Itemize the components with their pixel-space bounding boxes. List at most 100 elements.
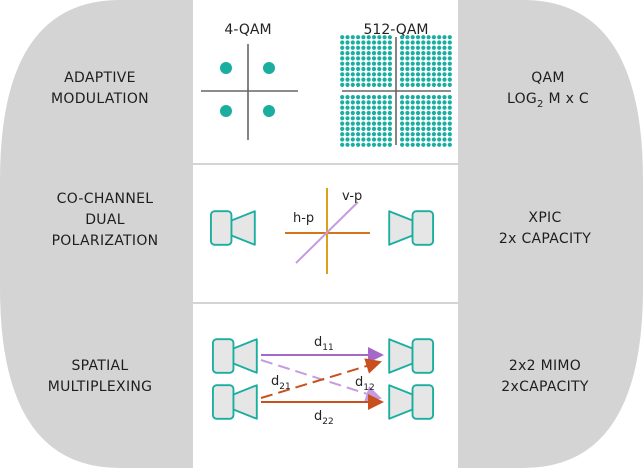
constellation-point (421, 61, 426, 66)
constellation-point (410, 66, 415, 72)
constellation-point (387, 126, 392, 131)
constellation-point (437, 61, 442, 66)
constellation-point (387, 77, 392, 82)
constellation-point (437, 95, 442, 100)
constellation-point (426, 45, 431, 50)
constellation-point (415, 132, 421, 137)
antenna-icon (212, 384, 258, 420)
constellation-point (377, 121, 382, 126)
constellation-point (387, 72, 392, 77)
constellation-point (356, 40, 361, 45)
constellation-point (437, 82, 442, 87)
constellation-point (405, 77, 410, 82)
constellation-point (371, 116, 377, 121)
constellation-point (426, 40, 431, 45)
constellation-point (442, 121, 447, 126)
constellation-point (371, 51, 377, 56)
constellation-point (350, 35, 355, 40)
constellation-point (361, 56, 366, 61)
constellation-point (431, 77, 436, 82)
constellation-point (371, 56, 377, 61)
constellation-point (340, 61, 345, 66)
antenna-icon (388, 338, 434, 374)
constellation-point (366, 100, 371, 105)
constellation-point (431, 45, 436, 50)
constellation-point (442, 95, 447, 100)
constellation-point (421, 82, 426, 87)
constellation-point (371, 132, 377, 137)
constellation-point (437, 72, 442, 77)
path-label-d21: d21 (271, 374, 291, 392)
constellation-point (421, 132, 426, 137)
constellation-point (410, 56, 415, 61)
constellation-point (371, 61, 377, 66)
constellation-point (361, 126, 366, 131)
constellation-point (361, 110, 366, 116)
constellation-point (345, 66, 350, 72)
constellation-point (356, 35, 361, 40)
constellation-point (345, 56, 350, 61)
constellation-point (447, 40, 452, 45)
constellation-point (361, 51, 366, 56)
constellation-point (447, 126, 452, 131)
path-label-d12: d12 (355, 375, 375, 393)
constellation-point (400, 137, 405, 142)
constellation-point (410, 110, 415, 116)
constellation-point (415, 51, 421, 56)
constellation-point (437, 51, 442, 56)
constellation-point (382, 116, 387, 121)
constellation-point (405, 82, 410, 87)
label-line: MODULATION (51, 91, 149, 107)
constellation-point (361, 40, 366, 45)
constellation-point (366, 45, 371, 50)
constellation-point (400, 40, 405, 45)
constellation-point (382, 142, 387, 147)
constellation-point (410, 137, 415, 142)
constellation-point (415, 105, 421, 110)
constellation-point (442, 82, 447, 87)
constellation-point (361, 82, 366, 87)
constellation-point (356, 132, 361, 137)
constellation-point (421, 45, 426, 50)
constellation-point (415, 40, 421, 45)
constellation-point (426, 56, 431, 61)
constellation-point (387, 100, 392, 105)
constellation-point (437, 100, 442, 105)
constellation-point (345, 61, 350, 66)
constellation-point (400, 116, 405, 121)
constellation-point (447, 61, 452, 66)
constellation-point (426, 72, 431, 77)
constellation-point (377, 132, 382, 137)
constellation-point (442, 100, 447, 105)
constellation-point (431, 105, 436, 110)
constellation-point (382, 82, 387, 87)
constellation-point (387, 56, 392, 61)
constellation-point (421, 51, 426, 56)
formula-part: M x C (543, 91, 590, 107)
constellation-point (345, 72, 350, 77)
constellation-point (340, 105, 345, 110)
constellation-point (431, 95, 436, 100)
constellation-point (442, 137, 447, 142)
constellation-point (400, 77, 405, 82)
constellation-point (345, 137, 350, 142)
constellation-point (437, 121, 442, 126)
constellation-point (350, 116, 355, 121)
constellation-point (405, 45, 410, 50)
constellation-point (431, 66, 436, 72)
row2-right-label: XPIC 2x CAPACITY (475, 208, 615, 250)
constellation-point (361, 66, 366, 72)
constellation-point (345, 126, 350, 131)
constellation-point (431, 132, 436, 137)
constellation-point (442, 142, 447, 147)
constellation-point (437, 77, 442, 82)
constellation-point (431, 82, 436, 87)
constellation-point (437, 132, 442, 137)
constellation-point (415, 116, 421, 121)
constellation-point (361, 95, 366, 100)
constellation-point (405, 132, 410, 137)
constellation-point (366, 40, 371, 45)
constellation-point (350, 66, 355, 72)
constellation-point (340, 66, 345, 72)
constellation-point (405, 121, 410, 126)
